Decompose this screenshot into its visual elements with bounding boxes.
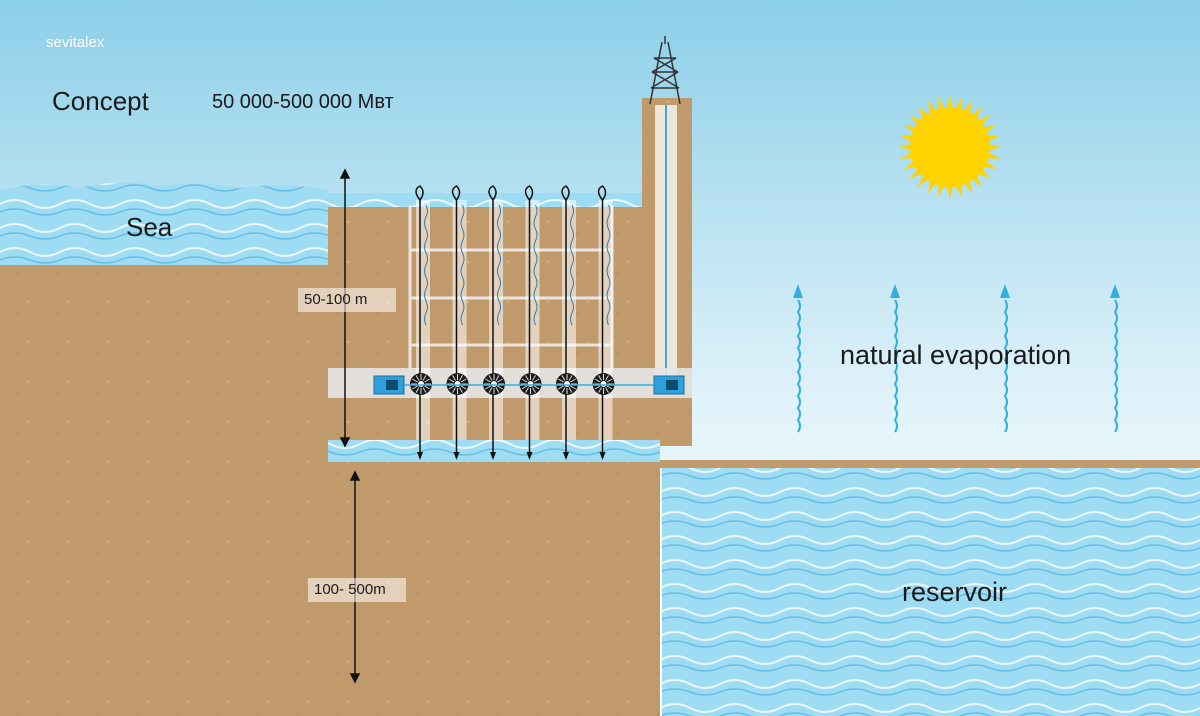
evaporation-arrow-icon [1110,284,1120,433]
evaporation-arrows [793,284,1120,433]
evaporation-arrow-icon [890,284,900,433]
ground-right-strip [660,460,1200,468]
outflow-water [328,440,660,462]
evaporation-label: natural evaporation [840,340,1072,370]
lower-depth-label: 100- 500m [308,578,406,602]
ground [0,98,692,716]
penstock-pipe [524,185,540,460]
penstock-pipe [561,185,576,460]
diagram-title: Concept [52,86,149,116]
sea-water [0,182,328,265]
penstock-pipe [415,185,430,460]
dimension-arrow-lower [349,470,361,684]
power-capacity: 50 000-500 000 Мвт [212,91,394,113]
turbine-icon [410,373,432,395]
upper-height-label: 50-100 m [298,288,396,312]
turbine-icon [446,373,469,395]
penstock-pipe [488,185,503,460]
sea-label: Sea [126,212,173,242]
reservoir-label: reservoir [902,577,1008,607]
evaporation-arrow-icon [793,284,803,433]
reservoir-water [662,468,1200,716]
control-box-left-icon [373,375,405,395]
penstock-pipe [451,185,467,460]
sun-icon [898,95,1002,199]
turbines [410,373,615,395]
turbine-icon [556,373,578,395]
intake-water [328,193,642,207]
transmission-tower-icon [649,36,681,105]
turbine-icon [592,373,615,395]
evaporation-arrow-icon [1000,284,1010,433]
turbine-icon [483,373,505,395]
watermark: sevitalex [46,34,105,51]
turbine-icon [519,373,542,395]
penstock-pipe [597,185,613,460]
control-box-right-icon [653,375,685,395]
